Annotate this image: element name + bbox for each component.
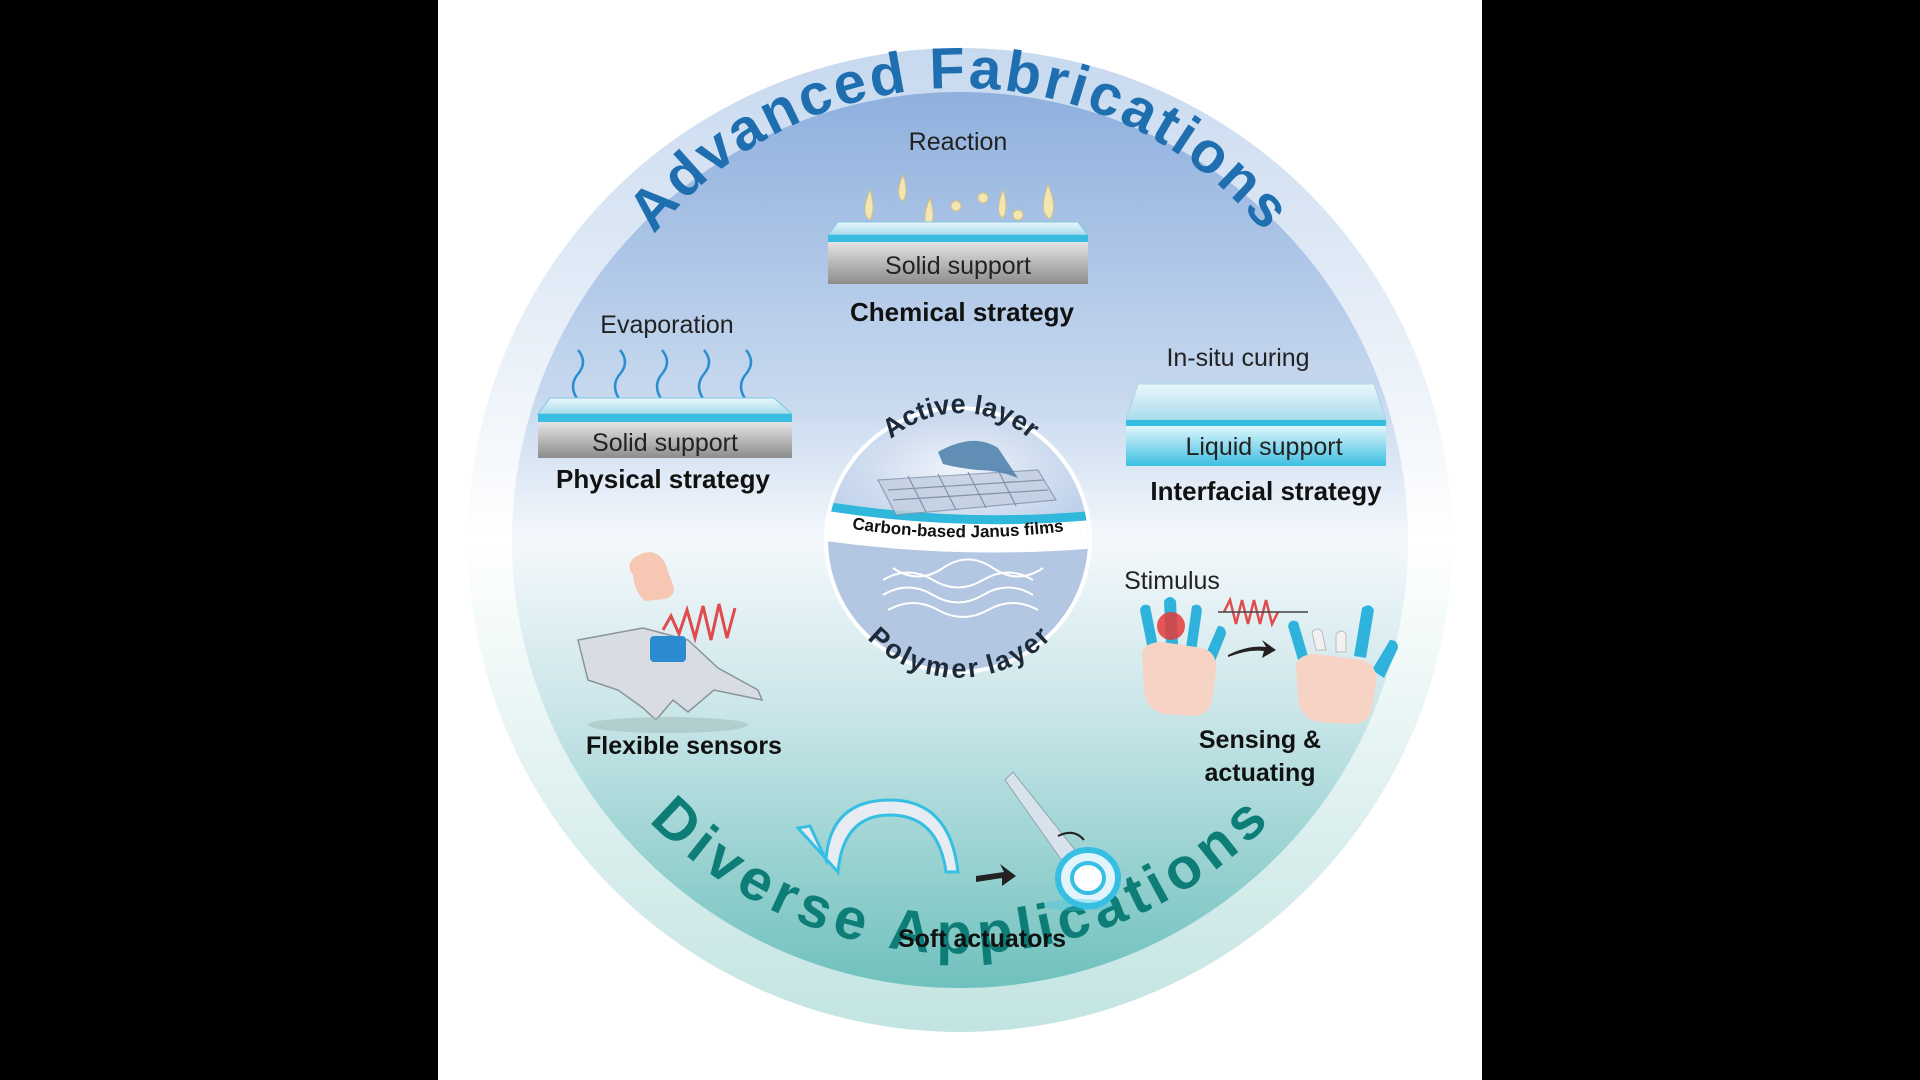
figure-panel: Advanced Fabrications Diverse Applicatio…	[438, 0, 1482, 1080]
transition-arrow-icon	[1228, 640, 1276, 658]
soft-actuators-illustration: Soft actuators	[795, 771, 1121, 953]
physical-solid-support	[538, 422, 792, 458]
rolled-tube-icon	[1004, 771, 1121, 911]
flexible-sensors-illustration: Flexible sensors	[577, 552, 782, 760]
physical-film-icon	[537, 397, 794, 415]
bending-film-icon	[795, 798, 960, 876]
chemical-solid-support	[828, 242, 1088, 284]
graphene-sheet-icon	[877, 469, 1058, 516]
chemical-film-icon	[826, 221, 1090, 236]
stimulus-label: Stimulus	[1124, 567, 1220, 595]
interfacial-film-icon	[1125, 383, 1387, 421]
sensing-label-line1: Sensing &	[1199, 726, 1321, 754]
heat-spot-icon	[1157, 612, 1185, 640]
evaporation-label: Evaporation	[600, 311, 733, 339]
interfacial-liquid-support	[1126, 426, 1386, 466]
physical-strategy-label: Physical strategy	[556, 464, 770, 494]
flexible-sensors-label: Flexible sensors	[586, 732, 782, 760]
interfacial-support-label: Liquid support	[1185, 433, 1342, 461]
robot-hand-icon	[577, 627, 764, 722]
janus-film-center: Active layer Carbon-based Janus films Po…	[824, 389, 1092, 684]
chemical-support-label: Solid support	[885, 252, 1031, 280]
nanotube-icon	[938, 440, 1018, 478]
hand-before-icon	[1140, 597, 1226, 716]
physical-strategy-illustration: Evaporation Solid support Physical strat…	[537, 311, 794, 494]
chemical-strategy-illustration: Reaction Solid support Chemical strategy	[826, 128, 1090, 327]
sensing-actuating-illustration: Stimulus Sensing & actuating	[1124, 567, 1398, 787]
janus-film-diagram: Advanced Fabrications Diverse Applicatio…	[468, 36, 1452, 1032]
polymer-chains-icon	[882, 558, 1044, 618]
interfacial-strategy-label: Interfacial strategy	[1150, 476, 1382, 506]
finger-icon	[629, 552, 674, 601]
interfacial-strategy-illustration: In-situ curing Liquid support Interfacia…	[1125, 344, 1387, 506]
evaporation-arrows-icon	[571, 349, 753, 401]
reaction-droplets-icon	[864, 173, 1054, 238]
reaction-label: Reaction	[909, 128, 1008, 156]
chemical-strategy-label: Chemical strategy	[850, 297, 1075, 327]
sensor-patch-icon	[650, 636, 686, 662]
soft-actuators-label: Soft actuators	[898, 925, 1066, 953]
sensing-label-line2: actuating	[1204, 759, 1315, 787]
in-situ-curing-label: In-situ curing	[1166, 344, 1309, 372]
signal-wave-icon	[661, 603, 737, 644]
hand-after-icon	[1288, 605, 1398, 724]
actuation-arrow-icon	[976, 864, 1016, 886]
physical-support-label: Solid support	[592, 429, 738, 457]
